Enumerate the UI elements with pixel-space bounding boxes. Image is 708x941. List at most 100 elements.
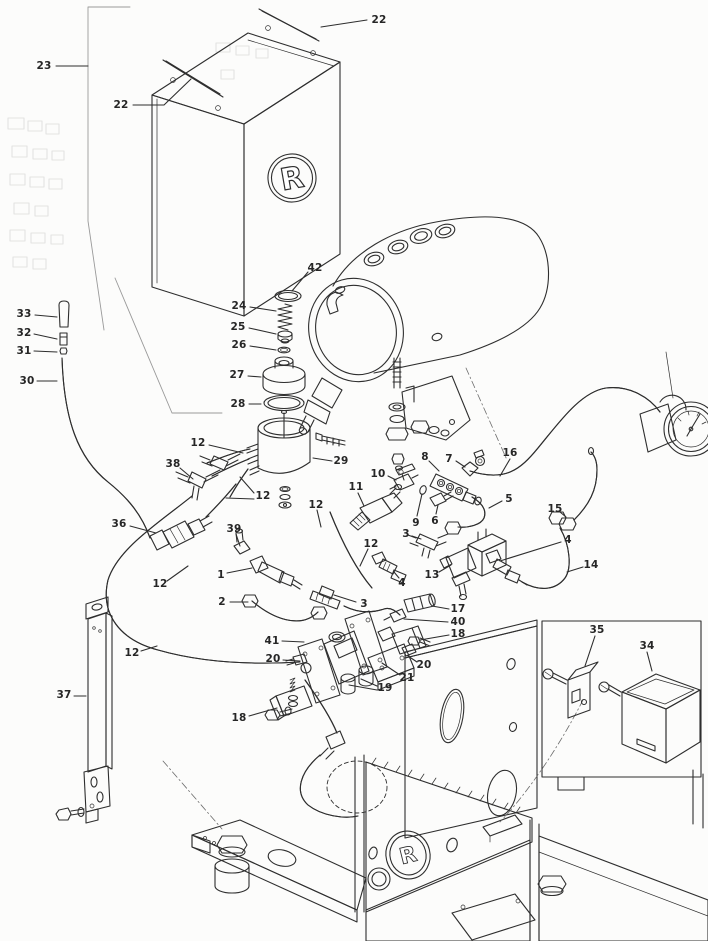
vibration-pump (264, 593, 436, 721)
machine-foot (214, 835, 250, 894)
leader-line (247, 375, 262, 378)
leader-line (132, 78, 192, 106)
leader-line (584, 635, 596, 667)
leader-line (488, 500, 503, 509)
capacitor-box-34 (621, 673, 701, 764)
leader-line (455, 460, 466, 468)
leader-line (431, 605, 450, 610)
part-label-41: 41 (264, 635, 280, 647)
fitting-6 (429, 491, 454, 507)
part-label-14: 14 (583, 559, 599, 571)
part-label-33: 33 (16, 308, 32, 320)
leader-line (316, 509, 322, 528)
leader-line (249, 345, 277, 351)
copper-pipe-5 (444, 496, 486, 535)
leader-line (499, 458, 511, 477)
grommet-hole (367, 867, 391, 891)
leader-line (428, 460, 440, 472)
water-tank: R (151, 8, 341, 317)
leader-line (34, 314, 58, 318)
leader-line (249, 306, 277, 312)
part-label-3: 3 (360, 598, 368, 610)
part-label-17: 17 (450, 603, 466, 615)
part-label-12: 12 (190, 437, 206, 449)
valve-stack (262, 289, 306, 412)
leader-line (248, 707, 278, 717)
part-label-28: 28 (230, 398, 246, 410)
elbow-39 (233, 528, 251, 555)
part-label-21: 21 (399, 672, 415, 684)
leader-line (140, 645, 158, 652)
inline-filter-36 (149, 515, 213, 551)
tee-fitting-38 (175, 469, 221, 501)
drain-fitting (325, 730, 346, 750)
part-label-40: 40 (450, 616, 466, 628)
leader-line (33, 333, 58, 340)
part-label-31: 31 (16, 345, 32, 357)
bracket-18-right (391, 625, 431, 655)
leader-line (499, 541, 562, 562)
copper-pipe-14 (521, 527, 570, 589)
part-label-6: 6 (431, 515, 439, 527)
cap-33 (58, 300, 70, 328)
fitting-17 (403, 593, 436, 613)
valve-seat-25 (277, 330, 293, 344)
elbow-20-right (377, 626, 417, 657)
leader-line (281, 640, 305, 643)
sight-glass-elbow (326, 286, 346, 315)
part-label-11: 11 (348, 481, 364, 493)
filter-32 (59, 332, 68, 346)
leader-line (411, 535, 422, 540)
leader-line (225, 497, 255, 500)
pressure-gauge (639, 351, 708, 457)
chassis-floor-left (365, 839, 531, 941)
leader-line (239, 476, 255, 494)
part-label-16: 16 (502, 447, 518, 459)
boiler-end-dome (308, 277, 404, 383)
part-label-7: 7 (445, 453, 453, 465)
part-label-30: 30 (19, 375, 35, 387)
ghost-side-panel (87, 6, 223, 414)
tank-handle-left (162, 59, 224, 111)
leader-line (166, 565, 189, 582)
barbed-tube-3 (309, 585, 341, 610)
watermark-artifacts (7, 42, 269, 270)
manifold-8 (429, 473, 482, 506)
part-label-12: 12 (363, 538, 379, 550)
leader-line (438, 564, 452, 573)
copper-pipe-2 (241, 594, 328, 622)
leader-line (348, 684, 378, 691)
boiler-bracket-hardware (385, 357, 471, 441)
leader-line (393, 571, 400, 579)
ring-9 (419, 485, 427, 495)
part-label-1: 1 (217, 569, 225, 581)
screw (598, 681, 622, 697)
leader-line (282, 659, 301, 662)
leader-line (359, 548, 369, 567)
brand-letter: R (278, 160, 307, 198)
mount-plate (482, 814, 523, 837)
screw (542, 668, 568, 685)
gauge-needle (690, 413, 701, 430)
part-label-36: 36 (111, 518, 127, 530)
check-valve-1 (249, 555, 303, 590)
frame-panel (326, 619, 538, 839)
support-bracket-37 (55, 596, 113, 824)
leader-line (291, 271, 309, 292)
tank-handle-right (258, 8, 320, 56)
boiler (298, 216, 550, 435)
spring-24 (277, 303, 293, 331)
drain-hose (299, 679, 359, 818)
hose-barbs (246, 443, 260, 476)
part-label-26: 26 (231, 339, 247, 351)
leader-line (226, 567, 253, 574)
hoses-12 (205, 448, 401, 616)
part-label-18: 18 (231, 712, 247, 724)
leader-line (312, 457, 333, 462)
part-label-5: 5 (505, 493, 513, 505)
coupling-cup-29 (246, 409, 405, 509)
part-label-9: 9 (412, 517, 420, 529)
leader-line (208, 444, 244, 454)
